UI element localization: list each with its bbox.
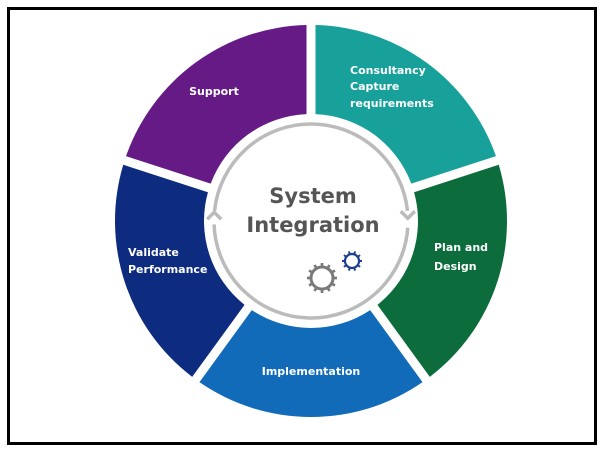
segment-label-implementation: Implementation [262,365,361,378]
segment-label-plan-design-2: Design [434,260,477,273]
segment-validate-performance [115,164,245,377]
segments-ring [115,25,508,417]
segment-consultancy [315,25,496,184]
cycle-arrow-down-icon [399,209,417,221]
segment-support [126,25,307,184]
cycle-arrow-up-icon [205,209,223,221]
segment-label-consultancy-1: Consultancy [350,64,426,77]
gear-icon-large [307,263,337,293]
cycle-ring [205,122,417,320]
cycle-arc-bottom [212,224,410,320]
segment-label-validate-2: Performance [128,263,207,276]
segment-label-consultancy-3: requirements [350,97,434,110]
cycle-arc-top [212,122,410,212]
segment-label-validate-1: Validate [128,246,179,259]
segment-label-consultancy-2: Capture [350,80,399,93]
gear-icon-small [342,251,362,271]
center-title-line-1: System [269,184,356,208]
segment-implementation [199,310,423,417]
gears-group [307,251,362,293]
segment-plan-design [377,164,508,377]
segment-label-plan-design-1: Plan and [434,241,488,254]
center-title-line-2: Integration [246,213,379,237]
segment-label-support: Support [189,85,239,98]
